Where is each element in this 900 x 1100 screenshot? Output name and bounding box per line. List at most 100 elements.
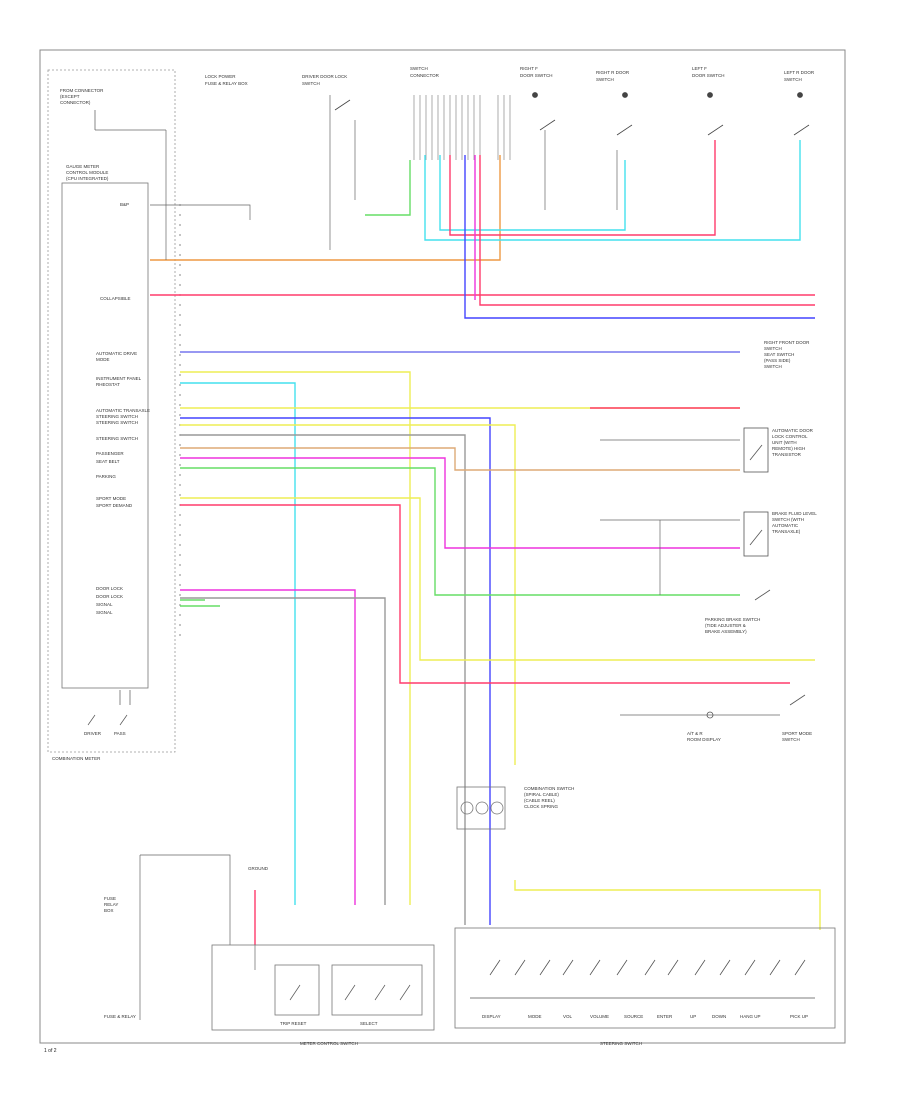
svg-text:VOL: VOL: [563, 1014, 573, 1019]
svg-text:MODE: MODE: [96, 357, 110, 362]
svg-text:SWITCH: SWITCH: [784, 77, 802, 82]
seatbelt-switch-icons: DRIVER PASS: [84, 690, 131, 736]
svg-text:RHEOSTAT: RHEOSTAT: [96, 382, 120, 387]
wire-yellow-steer: [180, 424, 516, 765]
svg-text:DRIVER: DRIVER: [84, 731, 102, 736]
svg-text:SPORT DEMAND: SPORT DEMAND: [96, 503, 133, 508]
svg-text:TRIP RESET: TRIP RESET: [280, 1021, 307, 1026]
svg-text:GROUND: GROUND: [248, 866, 269, 871]
svg-text:STEERING SWITCH: STEERING SWITCH: [96, 436, 138, 441]
svg-text:(TIDE ADJUSTER &: (TIDE ADJUSTER &: [705, 623, 746, 628]
svg-text:DOOR SWITCH: DOOR SWITCH: [692, 73, 725, 78]
svg-text:COLLAPSIBLE: COLLAPSIBLE: [100, 296, 131, 301]
svg-text:STEERING SWITCH: STEERING SWITCH: [600, 1041, 642, 1046]
svg-text:SELECT: SELECT: [360, 1021, 378, 1026]
svg-text:DRIVER DOOR LOCK: DRIVER DOOR LOCK: [302, 74, 347, 79]
svg-text:LOCK POWER: LOCK POWER: [205, 74, 236, 79]
svg-text:DOOR LOCK: DOOR LOCK: [96, 594, 123, 599]
wire-magenta-select: [180, 589, 356, 905]
wire-yellow-meter-ctrl: [180, 371, 411, 905]
wire-harness: [150, 140, 821, 945]
wire-tan-passenger: [180, 447, 740, 471]
svg-text:SWITCH: SWITCH: [782, 737, 800, 742]
svg-text:SWITCH: SWITCH: [764, 346, 782, 351]
combination-meter-label: COMBINATION METER: [52, 756, 101, 761]
svg-text:FUSE: FUSE: [104, 896, 116, 901]
svg-text:RELAY: RELAY: [104, 902, 118, 907]
wire-cyan-right-rear: [439, 155, 626, 231]
svg-text:LOCK CONTROL: LOCK CONTROL: [772, 434, 808, 439]
wire-cyan-door: [424, 140, 801, 241]
meter-connector-column: [179, 204, 181, 636]
combination-switch: COMBINATION SWITCH (SPIRAL CABLE) (CABLE…: [456, 786, 574, 830]
svg-text:PICK UP: PICK UP: [790, 1014, 808, 1019]
thin-wires: [95, 95, 780, 1020]
svg-text:PARKING: PARKING: [96, 474, 116, 479]
svg-text:PASSENGER: PASSENGER: [96, 451, 124, 456]
svg-text:HANG UP: HANG UP: [740, 1014, 761, 1019]
svg-text:SWITCH (WITH: SWITCH (WITH: [772, 517, 804, 522]
svg-text:SIGNAL: SIGNAL: [96, 602, 113, 607]
svg-text:BOX: BOX: [104, 908, 114, 913]
svg-text:RIGHT F: RIGHT F: [520, 66, 538, 71]
svg-text:BRAKE FLUID LEVEL: BRAKE FLUID LEVEL: [772, 511, 817, 516]
svg-text:(CABLE REEL): (CABLE REEL): [524, 798, 555, 803]
svg-text:INSTRUMENT PANEL: INSTRUMENT PANEL: [96, 376, 142, 381]
steering-switch: DISPLAY MODE VOL VOLUME SOURCE ENTER UP …: [454, 927, 836, 1046]
svg-text:COMBINATION SWITCH: COMBINATION SWITCH: [524, 786, 574, 791]
svg-text:ENTER: ENTER: [657, 1014, 673, 1019]
svg-text:STEERING SWITCH: STEERING SWITCH: [96, 420, 138, 425]
module-pin-labels: B&P COLLAPSIBLE AUTOMATIC DRIVE MODE INS…: [96, 202, 150, 615]
wire-blue-bus: [464, 155, 815, 319]
svg-text:B&P: B&P: [120, 202, 129, 207]
svg-text:SOURCE: SOURCE: [624, 1014, 643, 1019]
wire-yellow-steering-box: [514, 880, 821, 930]
svg-text:SWITCH: SWITCH: [410, 66, 428, 71]
gauge-module-label-1: GAUGE METER: [66, 164, 100, 169]
svg-text:UNIT (WITH: UNIT (WITH: [772, 440, 797, 445]
wire-yellow-sport: [180, 497, 815, 661]
wire-red-left-front: [449, 140, 716, 236]
gauge-control-module-box: [61, 182, 149, 689]
svg-text:DOOR SWITCH: DOOR SWITCH: [520, 73, 553, 78]
svg-text:SWITCH: SWITCH: [302, 81, 320, 86]
svg-text:CLOCK SPRING: CLOCK SPRING: [524, 804, 559, 809]
svg-text:DOWN: DOWN: [712, 1014, 726, 1019]
diagram-frame: [39, 49, 846, 1044]
svg-text:MODE: MODE: [528, 1014, 542, 1019]
svg-text:PARKING BRAKE SWITCH: PARKING BRAKE SWITCH: [705, 617, 760, 622]
wire-gray-steer: [180, 434, 466, 925]
wire-gray-display: [180, 597, 386, 905]
svg-text:SEAT BELT: SEAT BELT: [96, 459, 120, 464]
svg-text:METER CONTROL SWITCH: METER CONTROL SWITCH: [300, 1041, 358, 1046]
svg-text:SWITCH: SWITCH: [764, 364, 782, 369]
svg-text:SPORT MODE: SPORT MODE: [96, 496, 126, 501]
top-switch-symbols: [334, 92, 810, 136]
right-side-labels: RIGHT FRONT DOOR SWITCH SEAT SWITCH (PAS…: [687, 340, 817, 742]
svg-text:REMOTE) HIGH: REMOTE) HIGH: [772, 446, 805, 451]
svg-text:AUTOMATIC: AUTOMATIC: [772, 523, 799, 528]
svg-text:(PASS SIDE): (PASS SIDE): [764, 358, 791, 363]
svg-text:AUTOMATIC DRIVE: AUTOMATIC DRIVE: [96, 351, 137, 356]
svg-text:SIGNAL: SIGNAL: [96, 610, 113, 615]
svg-text:LEFT R DOOR: LEFT R DOOR: [784, 70, 815, 75]
svg-text:TRANSAXLE): TRANSAXLE): [772, 529, 801, 534]
wire-cyan-trip-reset: [180, 382, 296, 905]
svg-text:DOOR LOCK: DOOR LOCK: [96, 586, 123, 591]
wire-magenta-seatbelt: [180, 457, 740, 549]
svg-text:AUTOMATIC TRANSAXLE: AUTOMATIC TRANSAXLE: [96, 408, 150, 413]
svg-text:LEFT F: LEFT F: [692, 66, 707, 71]
wire-orange-feed: [150, 155, 501, 261]
wire-green-parking: [180, 467, 740, 596]
meter-fuse-label-2: (EXCEPT: [60, 94, 80, 99]
svg-text:VOLUME: VOLUME: [590, 1014, 609, 1019]
svg-text:RIGHT R DOOR: RIGHT R DOOR: [596, 70, 630, 75]
top-connector-bundle: [413, 95, 511, 160]
svg-text:DISPLAY: DISPLAY: [482, 1014, 501, 1019]
meter-fuse-label-3: CONNECTOR): [60, 100, 91, 105]
svg-text:CONNECTOR: CONNECTOR: [410, 73, 440, 78]
meter-fuse-label: FROM CONNECTOR: [60, 88, 104, 93]
svg-text:SPORT MODE: SPORT MODE: [782, 731, 812, 736]
